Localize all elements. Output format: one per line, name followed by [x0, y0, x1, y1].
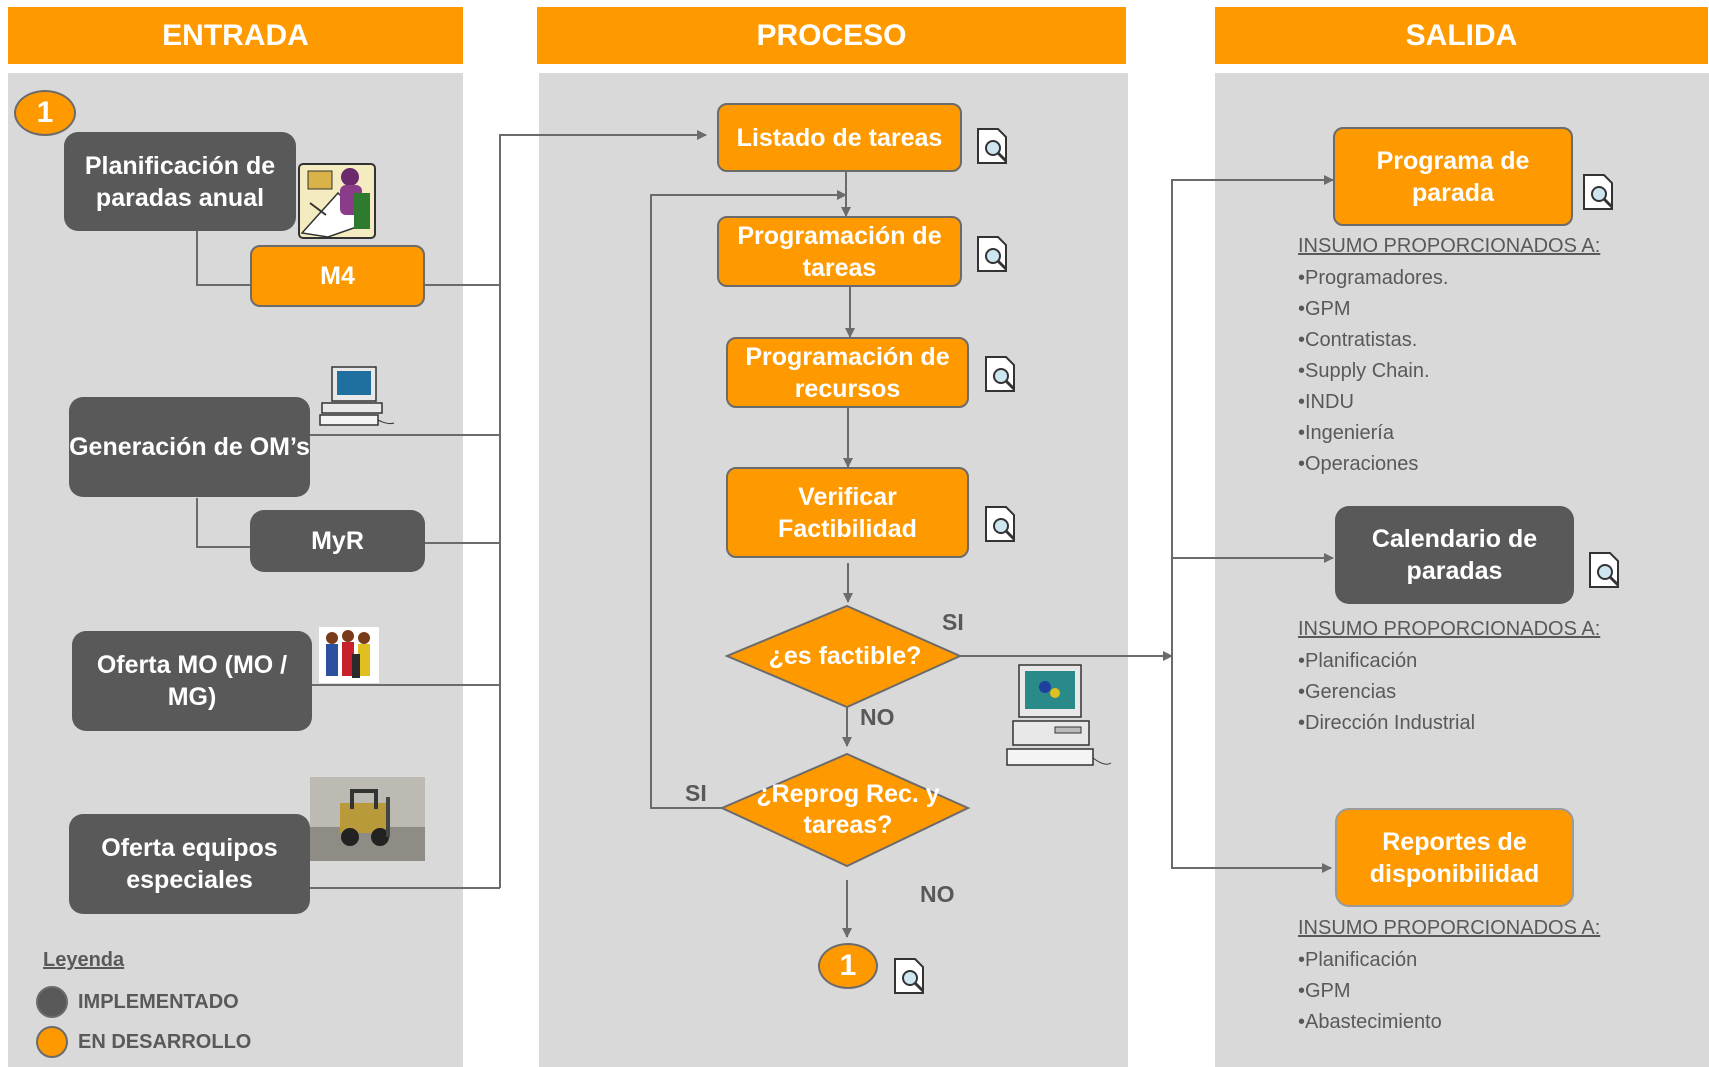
oferta-mo-box: Oferta MO (MO / MG)	[72, 631, 312, 731]
insumo-2-item: •Planificación	[1298, 650, 1418, 672]
insumo-1-item: •Contratistas.	[1298, 329, 1418, 351]
no-label-2: NO	[920, 881, 955, 907]
m4-box: M4	[250, 245, 425, 307]
verificar-factibilidad-box: Verificar Factibilidad	[726, 467, 969, 558]
document-magnifier-icon[interactable]	[1588, 551, 1622, 589]
generacion-box: Generación de OM’s	[69, 397, 310, 497]
insumo-1-title: INSUMO PROPORCIONADOS A:	[1298, 235, 1601, 257]
es-factible-diamond	[724, 604, 963, 709]
legend-en-desarrollo-label: EN DESARROLLO	[78, 1030, 252, 1053]
no-label-1: NO	[860, 704, 895, 730]
insumo-2-item: •Dirección Industrial	[1298, 712, 1476, 734]
legend-title: Leyenda	[43, 949, 125, 971]
header-salida: SALIDA	[1215, 7, 1708, 64]
computer-icon	[319, 366, 395, 426]
en-desarrollo-dot	[36, 1026, 68, 1058]
planning-clipart-icon	[298, 163, 376, 239]
programa-parada-box: Programa de parada	[1333, 127, 1573, 226]
programacion-tareas-box: Programación de tareas	[717, 216, 962, 287]
legend-implementado-label: IMPLEMENTADO	[78, 990, 239, 1013]
insumo-3-item: •Planificación	[1298, 949, 1418, 971]
insumo-1-item: •Supply Chain.	[1298, 360, 1430, 382]
forklift-photo-icon	[310, 777, 425, 861]
insumo-1-item: •Operaciones	[1298, 453, 1419, 475]
listado-tareas-box: Listado de tareas	[717, 103, 962, 172]
insumo-3-title: INSUMO PROPORCIONADOS A:	[1298, 917, 1601, 939]
document-magnifier-icon[interactable]	[984, 505, 1018, 543]
header-entrada: ENTRADA	[8, 7, 463, 64]
reprog-label: ¿Reprog Rec. y tareas?	[756, 779, 940, 839]
myr-box: MyR	[250, 510, 425, 572]
si-label-2: SI	[685, 780, 707, 806]
computer-icon	[1006, 664, 1112, 766]
document-magnifier-icon[interactable]	[976, 127, 1010, 165]
document-magnifier-icon[interactable]	[1582, 173, 1616, 211]
implementado-dot	[36, 986, 68, 1018]
insumo-1-item: •Programadores.	[1298, 267, 1449, 289]
insumo-1-item: •Ingeniería	[1298, 422, 1394, 444]
end-number-badge: 1	[818, 943, 878, 989]
insumo-3-item: •Abastecimiento	[1298, 1011, 1442, 1033]
document-magnifier-icon[interactable]	[976, 235, 1010, 273]
insumo-2-title: INSUMO PROPORCIONADOS A:	[1298, 618, 1601, 640]
header-proceso: PROCESO	[537, 7, 1126, 64]
oferta-equipos-box: Oferta equipos especiales	[69, 814, 310, 914]
si-label-1: SI	[942, 609, 964, 635]
document-magnifier-icon[interactable]	[893, 957, 927, 995]
insumo-1-item: •GPM	[1298, 298, 1351, 320]
legend-implementado: IMPLEMENTADO	[36, 986, 239, 1018]
step-number-badge: 1	[14, 90, 76, 136]
insumo-2-item: •Gerencias	[1298, 681, 1397, 703]
planificacion-box: Planificación de paradas anual	[64, 132, 296, 231]
reprog-diamond	[719, 752, 971, 868]
calendario-paradas-box: Calendario de paradas	[1335, 506, 1574, 604]
insumo-1-item: •INDU	[1298, 391, 1354, 413]
legend-en-desarrollo: EN DESARROLLO	[36, 1026, 251, 1058]
reportes-disponibilidad-box: Reportes de disponibilidad	[1335, 808, 1574, 907]
document-magnifier-icon[interactable]	[984, 355, 1018, 393]
team-clipart-icon	[319, 627, 379, 683]
programacion-recursos-box: Programación de recursos	[726, 337, 969, 408]
insumo-3-item: •GPM	[1298, 980, 1351, 1002]
es-factible-label: ¿es factible?	[768, 642, 922, 671]
